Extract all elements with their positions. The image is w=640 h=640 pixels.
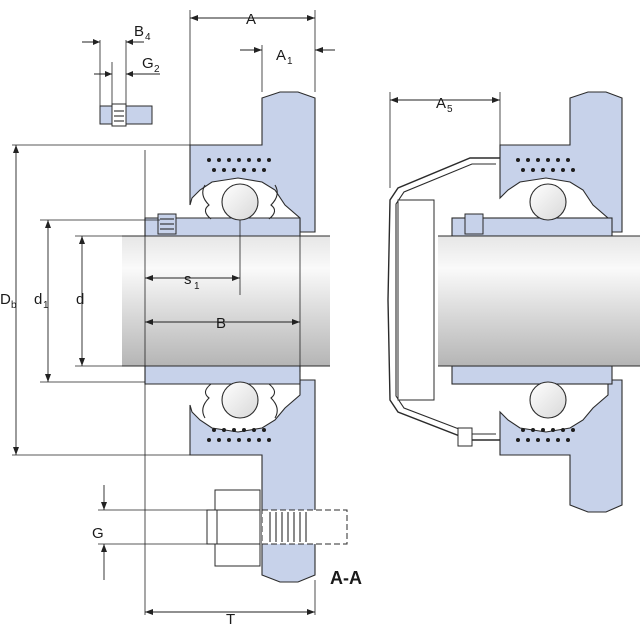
- ball-upper: [221, 183, 259, 221]
- label-A1: A: [276, 47, 286, 64]
- inner-ring-lower: [144, 365, 301, 385]
- inner-ring-lower-right: [451, 365, 613, 385]
- housing-lower-right: [499, 379, 623, 513]
- label-A5: A: [436, 95, 446, 112]
- shaft-right: [438, 236, 640, 366]
- right-section-view: [387, 91, 640, 513]
- label-s1-sub: 1: [194, 281, 200, 292]
- housing-upper: [189, 91, 316, 233]
- mounting-bolt: [206, 489, 348, 567]
- grease-holes-lower: [207, 428, 271, 442]
- label-d: d: [76, 291, 84, 308]
- detail-b4-g2: [82, 39, 160, 127]
- left-section-view: [12, 10, 348, 615]
- label-section: A-A: [330, 568, 362, 588]
- label-s1: s: [184, 271, 192, 288]
- ball-lower: [221, 381, 259, 419]
- label-G2: G: [142, 55, 154, 72]
- label-B: B: [216, 315, 226, 332]
- label-Db-sub: b: [11, 300, 17, 311]
- grease-holes-right: [516, 158, 575, 442]
- label-d1-sub: 1: [43, 300, 49, 311]
- label-A: A: [246, 11, 256, 28]
- label-B4-sub: 4: [145, 32, 151, 43]
- label-A5-sub: 5: [447, 104, 453, 115]
- label-Db: D: [0, 291, 11, 308]
- shaft-left: [122, 236, 330, 366]
- label-G: G: [92, 525, 104, 542]
- label-d1: d: [34, 291, 42, 308]
- dimension-labels: A A 1 A 5 B 4 G 2 D b d 1 d s 1 B G T A-…: [0, 11, 453, 628]
- grease-holes-upper: [207, 158, 271, 172]
- end-cover: [387, 157, 500, 441]
- label-B4: B: [134, 23, 144, 40]
- label-A1-sub: 1: [287, 56, 293, 67]
- label-G2-sub: 2: [154, 64, 160, 75]
- label-T: T: [226, 611, 235, 628]
